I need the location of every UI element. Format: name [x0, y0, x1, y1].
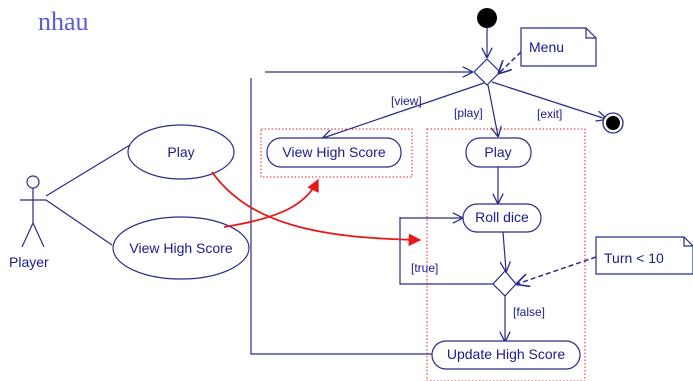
partition-play [426, 128, 586, 381]
actor-right-leg [32, 222, 45, 248]
mapping-arrow-play [211, 171, 422, 247]
use-case-play-label: Play [167, 144, 194, 160]
use-case-view-high-score-label: View High Score [129, 240, 232, 256]
initial-node [477, 8, 497, 28]
mapping-arrow-view-high-score [223, 178, 319, 228]
activity-view-high-score-shape [266, 137, 402, 168]
slide-title: nhau [38, 7, 89, 36]
menu-decision [473, 58, 501, 86]
note-menu-label: Menu [529, 39, 564, 55]
guard-true: [true] [411, 261, 438, 275]
note-menu-shape [520, 27, 597, 67]
flow-exit [491, 81, 606, 119]
activity-view-high-score[interactable]: View High Score [266, 137, 402, 168]
activity-roll-dice[interactable]: Roll dice [462, 203, 542, 233]
note-turn: Turn < 10 [595, 236, 693, 275]
partition-view-high-score [260, 128, 413, 178]
actor-label: Player [9, 254, 49, 270]
note-turn-label: Turn < 10 [604, 250, 664, 266]
actor-left-leg [21, 222, 34, 248]
activity-update-high-score-label: Update High Score [447, 346, 566, 362]
final-node-dot [606, 116, 620, 130]
activity-update-high-score[interactable]: Update High Score [431, 340, 581, 370]
use-case-view-high-score[interactable]: View High Score [112, 216, 250, 280]
flow-play [487, 84, 498, 136]
activity-update-high-score-shape [431, 340, 581, 370]
activity-view-high-score-label: View High Score [282, 144, 385, 160]
note-menu-fold [585, 28, 596, 39]
note-turn-fold [683, 237, 693, 247]
final-node [602, 112, 624, 134]
association-view-high-score [45, 199, 113, 246]
association-play [45, 144, 131, 197]
activity-roll-dice-label: Roll dice [475, 209, 529, 225]
loop-back-line [250, 78, 432, 355]
flow-roll-to-decision [503, 231, 506, 271]
guard-false: [false] [513, 305, 545, 319]
guard-view: [view] [391, 94, 422, 108]
turn-decision [492, 270, 517, 297]
activity-play[interactable]: Play [465, 137, 532, 168]
guard-play: [play] [454, 106, 483, 120]
activity-play-label: Play [484, 144, 511, 160]
note-turn-link [517, 256, 597, 284]
use-case-play-shape [127, 124, 235, 180]
use-case-play[interactable]: Play [127, 124, 235, 180]
actor-player[interactable]: Player [9, 175, 49, 270]
note-turn-shape [595, 236, 693, 275]
note-menu: Menu [520, 27, 597, 67]
use-case-view-high-score-shape [112, 216, 250, 280]
actor-head [26, 175, 40, 189]
note-menu-link [499, 51, 522, 73]
guard-exit: [exit] [537, 107, 562, 121]
